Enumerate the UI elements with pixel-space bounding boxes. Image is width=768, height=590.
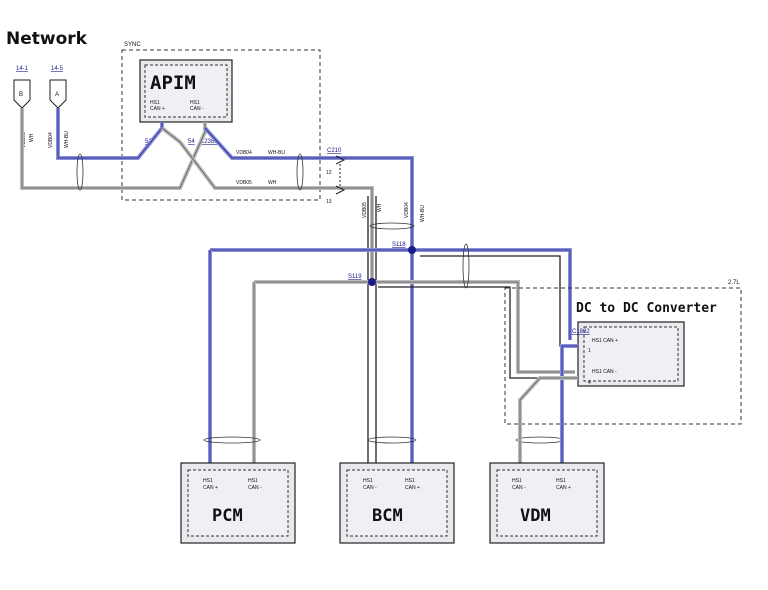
bcm-pin-left: CAN - [363,485,377,491]
wire-dcdc-to-vdm-plus [560,344,578,470]
svg-text:HS1: HS1 [248,478,258,484]
wire-s119-bus [254,280,575,374]
pcm-pin-right: CAN - [248,485,262,491]
vdm-inner [496,469,598,537]
splice-s119 [368,278,376,286]
splice-s118 [408,246,416,254]
dcdc-title: DC to DC Converter [576,301,717,316]
vdm-pin-left: CAN - [512,485,526,491]
apim-connector: C2383 [200,139,218,145]
dcdc-pin-4: 4 [588,380,591,386]
connector-b-letter: B [19,92,23,98]
apim-pin-num-right: 54 [188,139,195,145]
connector-b-shape [13,79,31,109]
connector-a-circuit: VDB04 [48,132,54,148]
s118-label: S118 [392,242,406,248]
pcm-inner [187,469,289,537]
bcm-inner [346,469,448,537]
vdm-pin-right: CAN + [556,485,571,491]
dcdc-can-minus: HS1 CAN - [592,369,617,375]
wire-top-gray-circuit: VDB05 [236,180,252,186]
connector-a-shape [49,79,67,109]
bcm-name: BCM [372,506,403,526]
apim-name: APIM [150,72,196,94]
svg-text:HS1: HS1 [363,478,373,484]
c210-pin-12: 12 [326,170,332,176]
connector-a-letter: A [55,92,59,98]
c210-pin-13: 13 [326,199,332,205]
wire-top-blue-circuit: VDB04 [236,150,252,156]
svg-text:HS1: HS1 [405,478,415,484]
s119-label: S119 [348,274,362,280]
dcdc-can-plus: HS1 CAN + [592,338,618,344]
vert-right-circuit: VDB04 [404,202,410,218]
twist-markers [76,153,565,444]
connector-a-ref: 14-5 [51,66,64,72]
connector-b-ref: 14-1 [16,66,29,72]
apim-pin-right-l2: CAN - [190,106,204,112]
vdm-name: VDM [520,506,551,526]
c210-pin-bottom [335,185,346,195]
vert-left-circuit: VDB05 [362,202,368,218]
svg-text:HS1: HS1 [512,478,522,484]
apim-pin-left-l1: HS1 [150,100,160,106]
pcm-name: PCM [212,506,243,526]
dcdc-corner: 2.7L [728,280,740,286]
pcm-pin-left: CAN + [203,485,218,491]
c210-label: C210 [327,148,342,154]
connector-a-color: WH-BU [64,131,70,148]
c210-pin-top [335,155,346,165]
sync-box [121,49,321,201]
vert-left-color: WH [377,203,383,212]
connector-b-color: WH [29,133,35,142]
dcdc-pin-1: 1 [588,348,591,354]
vert-right-color: WH-BU [420,205,426,222]
sync-label: SYNC [124,42,141,48]
wire-top-blue-color: WH-BU [268,150,285,156]
svg-text:HS1: HS1 [203,478,213,484]
dcdc-inner [583,326,679,382]
diagram-title: Network [6,29,88,49]
apim-pin-left-l2: CAN + [150,106,165,112]
dcdc-box [504,287,742,425]
wire-top-gray-color: WH [268,180,277,186]
bcm-pin-right: CAN + [405,485,420,491]
svg-text:HS1: HS1 [556,478,566,484]
apim-pin-right-l1: HS1 [190,100,200,106]
apim-inner [144,64,228,118]
dcdc-connector: C1892 [572,329,590,335]
